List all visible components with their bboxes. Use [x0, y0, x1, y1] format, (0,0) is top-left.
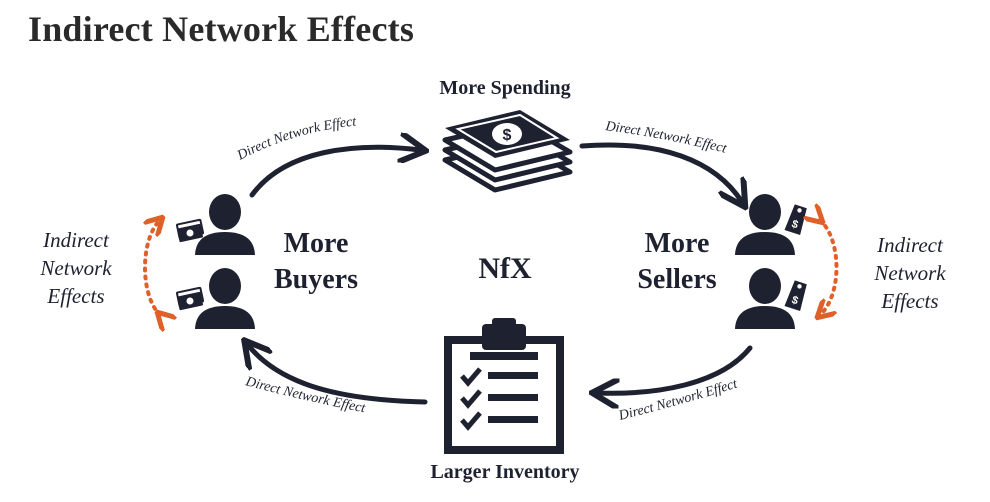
arrow-buyers-to-spending — [249, 147, 420, 198]
money-icon-bottom — [175, 286, 205, 311]
svg-text:$: $ — [790, 294, 800, 307]
node-label-sellers-line1: More — [645, 228, 710, 259]
buyer-person-icon-top — [195, 194, 255, 255]
price-tag-icon-bottom: $ — [782, 278, 809, 313]
node-label-buyers-line1: More — [284, 228, 349, 259]
node-label-buyers-line2: Buyers — [274, 264, 358, 295]
nfx-logo: NfX — [478, 252, 532, 285]
cash-stack-icon: $ — [442, 110, 573, 193]
side-label-right-line3: Effects — [880, 289, 938, 313]
money-icon-top — [175, 218, 205, 243]
edge-label-bottom-right: Direct Network Effect — [616, 376, 740, 424]
clipboard-checklist-icon — [444, 318, 564, 454]
side-label-left-line3: Effects — [46, 284, 104, 308]
node-label-larger-inventory: Larger Inventory — [430, 461, 579, 483]
page-title: Indirect Network Effects — [28, 9, 415, 49]
indirect-arrow-left — [145, 220, 160, 315]
buyer-person-icon-bottom — [195, 268, 255, 329]
arrow-inventory-to-buyers — [248, 345, 428, 405]
svg-text:$: $ — [790, 218, 800, 231]
seller-person-icon-bottom — [735, 268, 795, 329]
node-label-more-spending: More Spending — [439, 77, 570, 99]
svg-text:$: $ — [503, 127, 512, 144]
price-tag-icon-top: $ — [782, 202, 809, 237]
arrow-sellers-to-inventory — [598, 345, 753, 393]
edge-label-top-left: Direct Network Effect — [234, 114, 358, 164]
indirect-arrow-right — [820, 220, 839, 315]
side-label-left-line2: Network — [39, 256, 112, 280]
side-label-right-line1: Indirect — [876, 233, 944, 257]
side-label-left-line1: Indirect — [42, 228, 110, 252]
side-label-right-line2: Network — [873, 261, 946, 285]
arrow-spending-to-sellers — [579, 142, 742, 202]
seller-person-icon-top — [735, 194, 795, 255]
node-label-sellers-line2: Sellers — [637, 264, 716, 295]
